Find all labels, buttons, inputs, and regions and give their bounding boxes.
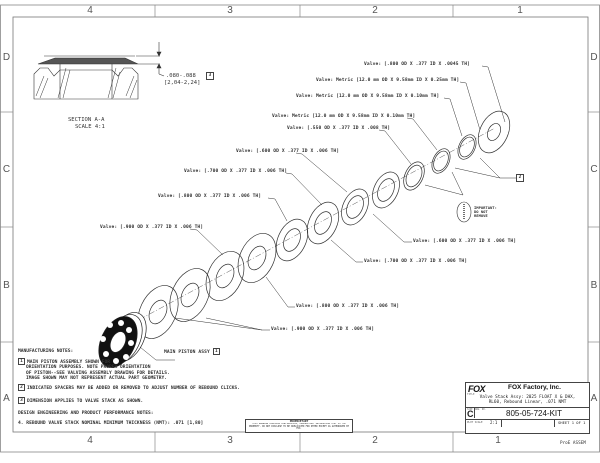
zone-col-3-top: 3 xyxy=(227,5,233,16)
software-label: ProE ASSEM xyxy=(560,441,586,446)
callout-valve-800-upper: Valve: [.800 OD X .377 ID X .006 TH] xyxy=(158,194,262,199)
drawing-title: Valve Stack Assy: 2025 FLOAT X & DHX, RL… xyxy=(479,395,576,405)
zone-row-a-right: A xyxy=(590,393,598,404)
callout-spacer-note-2: 2 xyxy=(516,174,526,182)
callout-valve-700-upper: Valve: [.700 OD X .377 ID X .006 TH] xyxy=(184,169,288,174)
zone-row-b-left: B xyxy=(3,280,10,291)
section-scale: SCALE 4:1 xyxy=(75,124,105,130)
section-title: SECTION A-A xyxy=(68,117,105,123)
callout-valve-900-upper: Valve: [.900 OD X .377 ID X .006 TH] xyxy=(100,225,204,230)
callout-valve-metric-010-b: Valve: Metric [12.0 mm OD X 9.58mm ID X … xyxy=(272,114,416,119)
dimension-mm: [2,04-2,24] xyxy=(164,80,201,86)
zone-row-b-right: B xyxy=(590,280,598,291)
title-block: FOX FOX Factory, Inc. TITLE Valve Stack … xyxy=(465,382,590,434)
callout-valve-800-0045: Valve: [.800 OD X .377 ID X .0045 TH] xyxy=(364,62,471,67)
callout-main-piston-assy: MAIN PISTON ASSY 1 xyxy=(164,348,222,355)
dimension-note-ref: 3 xyxy=(206,72,216,80)
zone-row-a-left: A xyxy=(3,393,10,404)
callout-valve-metric-010-a: Valve: Metric [12.0 mm OD X 9.58mm ID X … xyxy=(296,94,440,99)
callout-valve-600-lower: Valve: [.600 OD X .377 ID X .006 TH] xyxy=(413,239,517,244)
zone-col-1-top: 1 xyxy=(517,5,523,16)
callout-valve-600-upper: Valve: [.600 OD X .377 ID X .006 TH] xyxy=(236,149,340,154)
callout-valve-550: Valve: [.550 OD X .377 ID X .008 TH] xyxy=(287,126,391,131)
sheet-size: C xyxy=(467,409,474,419)
valve-stack xyxy=(137,110,511,339)
zone-col-2-bottom: 2 xyxy=(372,435,378,446)
company-name: FOX Factory, Inc. xyxy=(508,384,561,391)
zone-row-d-right: D xyxy=(590,52,598,63)
sheet-number: SHEET 1 OF 1 xyxy=(558,420,586,425)
zone-col-2-top: 2 xyxy=(372,5,378,16)
section-a-a-view xyxy=(33,42,165,100)
drawing-number: 805-05-724-KIT xyxy=(506,409,563,418)
callout-valve-800-lower: Valve: [.800 OD X .377 ID X .006 TH] xyxy=(296,304,400,309)
callout-valve-900-lower: Valve: [.900 OD X .377 ID X .006 TH] xyxy=(271,327,375,332)
zone-col-4-top: 4 xyxy=(87,5,93,16)
zone-row-c-right: C xyxy=(590,164,598,175)
zone-col-4-bottom: 4 xyxy=(87,435,93,446)
proprietary-box: PROPRIETARY THIS DRAWING CONTAINS CONFID… xyxy=(245,419,353,433)
zone-col-1-bottom: 1 xyxy=(495,435,501,446)
zone-row-d-left: D xyxy=(2,52,11,63)
dimension-inches: .080-.088 xyxy=(166,73,196,79)
design-notes-title: DESIGN ENGINEERING AND PRODUCT PERFORMAN… xyxy=(18,411,154,416)
callout-valve-700-lower: Valve: [.700 OD X .377 ID X .006 TH] xyxy=(364,259,468,264)
leader-lines xyxy=(139,65,516,361)
important-tag: IMPORTANT: DO NOT REMOVE xyxy=(474,205,497,219)
main-piston xyxy=(98,312,147,368)
manufacturing-notes-title: MANUFACTURING NOTES: xyxy=(18,349,74,354)
zone-col-3-bottom: 3 xyxy=(227,435,233,446)
zone-row-c-left: C xyxy=(2,164,11,175)
callout-valve-metric-025: Valve: Metric [12.0 mm OD X 9.58mm ID X … xyxy=(316,78,460,83)
plot-scale: 2:1 xyxy=(490,420,498,425)
fox-logo: FOX xyxy=(468,384,486,394)
design-note-4: 4. REBOUND VALVE STACK NOMINAL MINIMUM T… xyxy=(18,421,204,426)
